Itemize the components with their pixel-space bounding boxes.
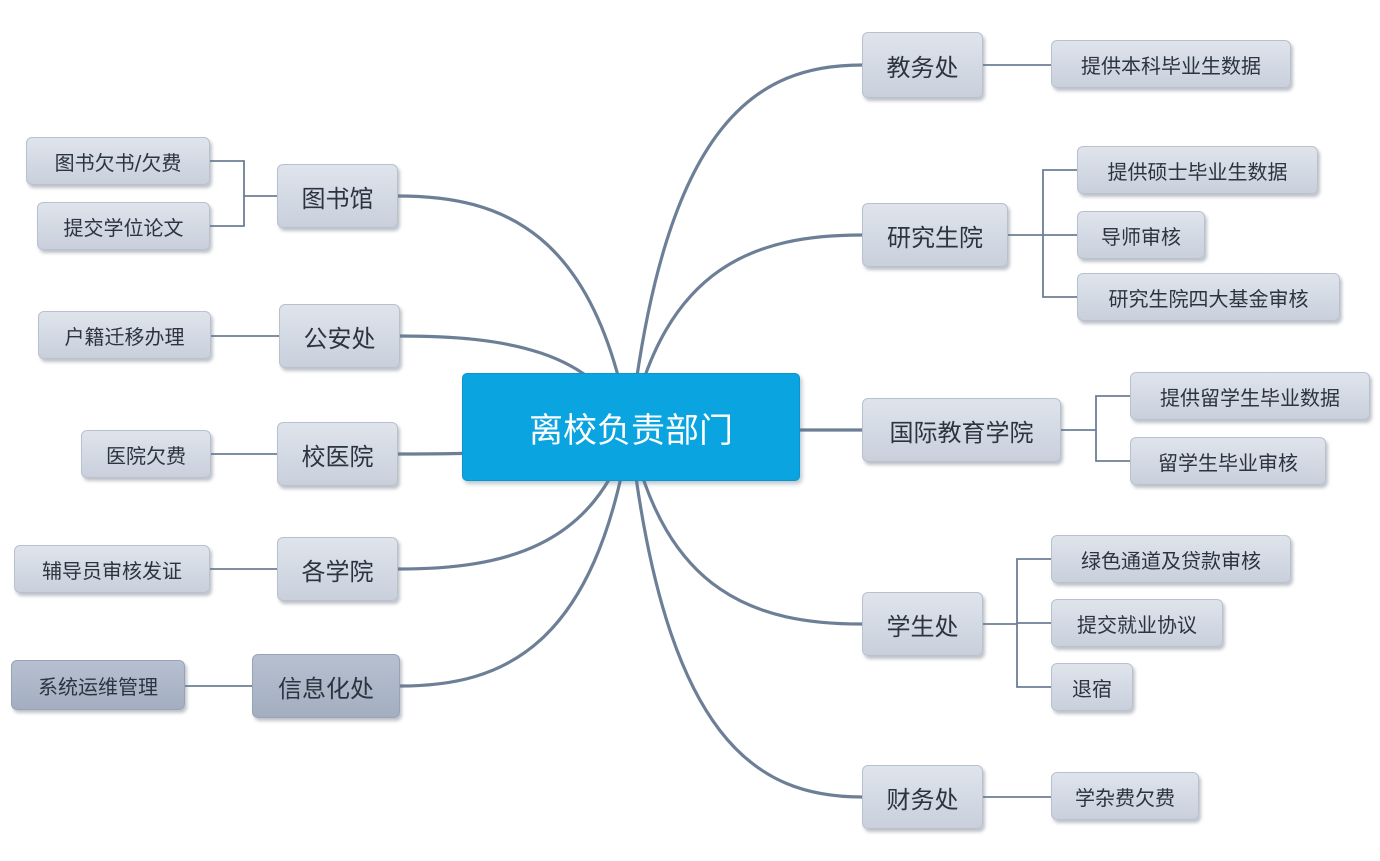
- branch-gongan[interactable]: 公安处: [279, 304, 400, 368]
- branch-caiwu[interactable]: 财务处: [862, 765, 983, 829]
- leaf-caiwu-0[interactable]: 学杂费欠费: [1051, 772, 1199, 820]
- branch-jiaowu[interactable]: 教务处: [862, 32, 983, 98]
- leaf-tushuguan-0[interactable]: 图书欠书/欠费: [26, 137, 210, 185]
- leaf-tushuguan-1[interactable]: 提交学位论文: [37, 202, 210, 250]
- leaf-xuesheng-2[interactable]: 退宿: [1051, 663, 1133, 711]
- branch-connector-xinxihua: [398, 428, 632, 688]
- branch-yanjiusheng[interactable]: 研究生院: [862, 203, 1008, 267]
- branch-xinxihua[interactable]: 信息化处: [252, 654, 400, 718]
- leaf-yanjiusheng-0[interactable]: 提供硕士毕业生数据: [1077, 146, 1318, 194]
- leaf-yanjiusheng-2[interactable]: 研究生院四大基金审核: [1077, 273, 1340, 321]
- leaf-xiaoyiyuan-0[interactable]: 医院欠费: [81, 430, 211, 478]
- branch-connector-jiaowu: [628, 63, 864, 432]
- branch-xuesheng[interactable]: 学生处: [862, 592, 983, 656]
- branch-connector-tushuguan: [396, 194, 632, 432]
- leaf-xinxihua-0[interactable]: 系统运维管理: [11, 660, 185, 710]
- branch-connector-yanjiusheng: [628, 233, 864, 432]
- leaf-guoji-1[interactable]: 留学生毕业审核: [1130, 437, 1326, 485]
- leaf-yanjiusheng-1[interactable]: 导师审核: [1077, 211, 1205, 259]
- leaf-gongan-0[interactable]: 户籍迁移办理: [38, 311, 211, 359]
- branch-connector-caiwu: [628, 428, 864, 799]
- central-topic[interactable]: 离校负责部门: [462, 373, 800, 481]
- leaf-xuesheng-1[interactable]: 提交就业协议: [1051, 599, 1223, 647]
- branch-tushuguan[interactable]: 图书馆: [277, 164, 398, 228]
- leaf-gexueyuan-0[interactable]: 辅导员审核发证: [14, 545, 210, 593]
- branch-xiaoyiyuan[interactable]: 校医院: [277, 422, 398, 486]
- leaf-guoji-0[interactable]: 提供留学生毕业数据: [1130, 372, 1370, 420]
- branch-connector-xuesheng: [628, 428, 864, 626]
- branch-gexueyuan[interactable]: 各学院: [277, 537, 398, 601]
- leaf-xuesheng-0[interactable]: 绿色通道及贷款审核: [1051, 535, 1291, 583]
- branch-guoji[interactable]: 国际教育学院: [862, 398, 1061, 462]
- leaf-jiaowu-0[interactable]: 提供本科毕业生数据: [1051, 40, 1291, 88]
